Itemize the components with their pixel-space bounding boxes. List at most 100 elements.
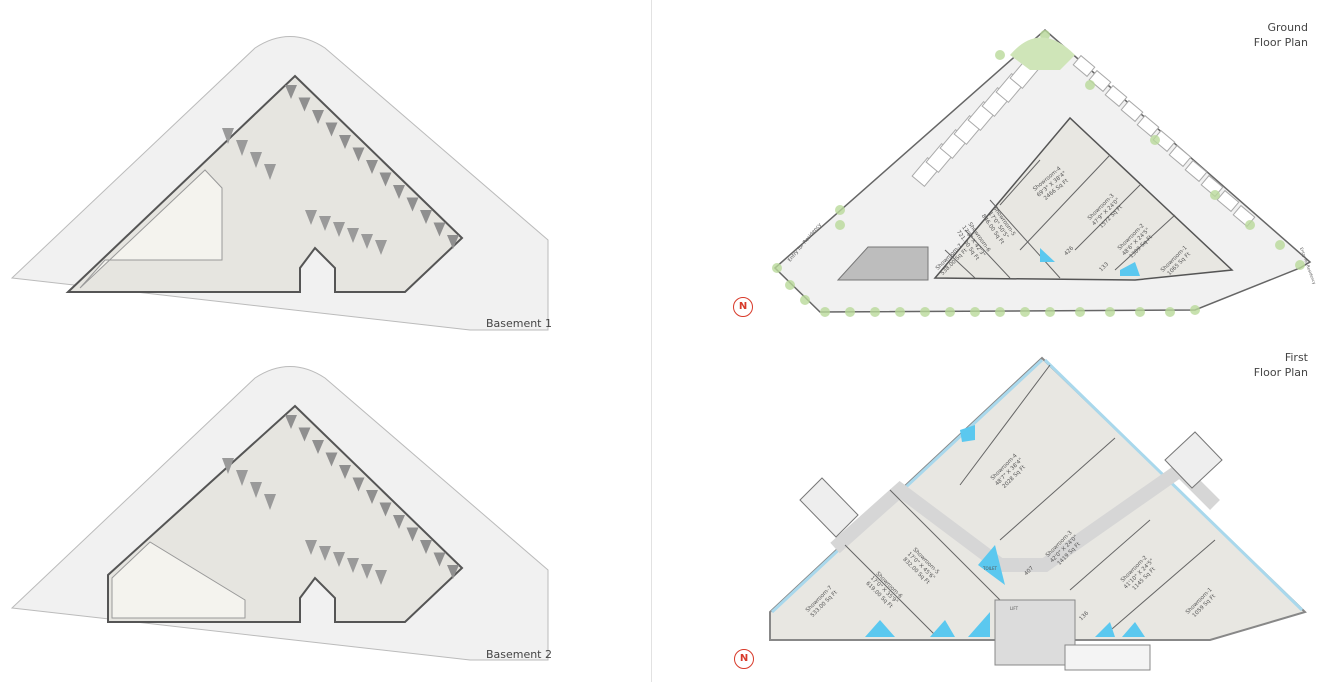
- parking-bay: [298, 97, 311, 112]
- parking-bay: [393, 185, 405, 199]
- parking-bay: [305, 540, 317, 555]
- panel-divider: [651, 0, 652, 682]
- tree-icon: [995, 50, 1005, 60]
- tree-icon: [845, 307, 855, 317]
- first-floor-title: First Floor Plan: [1220, 350, 1308, 380]
- parking-bay: [298, 427, 311, 442]
- trees: [772, 30, 1305, 317]
- parking-bay: [222, 128, 234, 144]
- glass-facade: [770, 358, 1304, 614]
- tree-icon: [1165, 307, 1175, 317]
- parking-bay: [375, 240, 387, 255]
- parking-bay: [361, 234, 373, 249]
- tree-icon: [772, 263, 782, 273]
- partition-walls: [844, 364, 1216, 636]
- tree-icon: [1245, 220, 1255, 230]
- parking-bay: [352, 477, 365, 492]
- tree-icon: [970, 307, 980, 317]
- parking-bay: [366, 160, 378, 174]
- parking-bay: [236, 140, 248, 156]
- tree-icon: [1295, 260, 1305, 270]
- parking-bays: [222, 85, 459, 255]
- tree-icon: [1210, 190, 1220, 200]
- parking-bay: [319, 546, 331, 561]
- parking-bay: [325, 122, 338, 137]
- ground-floor-title: Ground Floor Plan: [1220, 20, 1308, 50]
- parking-bay: [379, 172, 392, 187]
- parking-bay: [433, 222, 446, 237]
- staircase-left: [799, 477, 859, 538]
- tree-icon: [1105, 307, 1115, 317]
- partition-walls: [944, 154, 1176, 279]
- parking-bay: [1152, 129, 1176, 153]
- parking-bay: [347, 558, 359, 573]
- parking-bay: [250, 482, 262, 498]
- tree-icon: [920, 307, 930, 317]
- ground-title-line1: Ground: [1267, 21, 1308, 34]
- parking-bay: [1136, 114, 1160, 138]
- tree-icon: [895, 307, 905, 317]
- compass-n: N: [738, 301, 748, 312]
- parking-bay: [393, 515, 405, 529]
- basement-2-plan: [10, 366, 549, 661]
- parking-bay: [420, 210, 432, 224]
- tree-icon: [1150, 135, 1160, 145]
- first-title-line1: First: [1284, 351, 1308, 364]
- parking-bay: [305, 210, 317, 225]
- parking-bay: [1088, 69, 1112, 93]
- parking-bay: [447, 565, 459, 579]
- parking-bay: [1216, 189, 1240, 213]
- parking-bay: [420, 540, 432, 554]
- parking-bay: [406, 527, 419, 542]
- tree-icon: [1075, 307, 1085, 317]
- lift-core: [994, 599, 1076, 666]
- parking-bay: [379, 502, 392, 517]
- parking-bay: [236, 470, 248, 486]
- parking-bay: [1120, 99, 1144, 123]
- parking-bay: [333, 222, 345, 237]
- parking-bay: [285, 85, 297, 99]
- ramp: [79, 169, 223, 289]
- basement-2-title: Basement 2: [485, 648, 552, 661]
- tree-icon: [1020, 307, 1030, 317]
- entrance-steps: [1064, 644, 1151, 671]
- building-outline: [107, 404, 464, 623]
- tree-icon: [945, 307, 955, 317]
- parking-bay: [352, 147, 365, 162]
- tree-icon: [1085, 80, 1095, 90]
- parking-bay: [325, 452, 338, 467]
- ramp: [111, 541, 246, 619]
- tree-icon: [820, 307, 830, 317]
- tree-icon: [785, 280, 795, 290]
- drop-off-area: [836, 246, 929, 281]
- tree-icon: [1045, 307, 1055, 317]
- parking-bay: [312, 440, 324, 454]
- parking-bay: [1072, 54, 1096, 78]
- building-outline: [769, 356, 1307, 641]
- toilet: [1040, 248, 1140, 276]
- parking-bay: [447, 235, 459, 249]
- parking-bay: [319, 216, 331, 231]
- ground-title-line2: Floor Plan: [1253, 36, 1308, 49]
- parking-bay: [1184, 159, 1208, 183]
- parking-bay: [433, 552, 446, 567]
- parking-bay: [264, 494, 276, 510]
- parking-bay: [406, 197, 419, 212]
- parking-bay: [333, 552, 345, 567]
- tree-icon: [835, 205, 845, 215]
- parking-bays: [911, 54, 1256, 228]
- basement-1-plan: [10, 36, 549, 331]
- toilet-label: TOILET: [982, 566, 998, 571]
- parking-bay: [285, 415, 297, 429]
- parking-bay: [375, 570, 387, 585]
- tree-icon: [870, 307, 880, 317]
- parking-bays: [222, 415, 459, 585]
- parking-bay: [347, 228, 359, 243]
- compass-icon: N: [733, 297, 753, 317]
- green-lawn: [1010, 37, 1075, 70]
- compass-icon: N: [734, 649, 754, 669]
- compass-n: N: [739, 653, 749, 664]
- tree-icon: [1275, 240, 1285, 250]
- staircase-right: [1164, 431, 1223, 489]
